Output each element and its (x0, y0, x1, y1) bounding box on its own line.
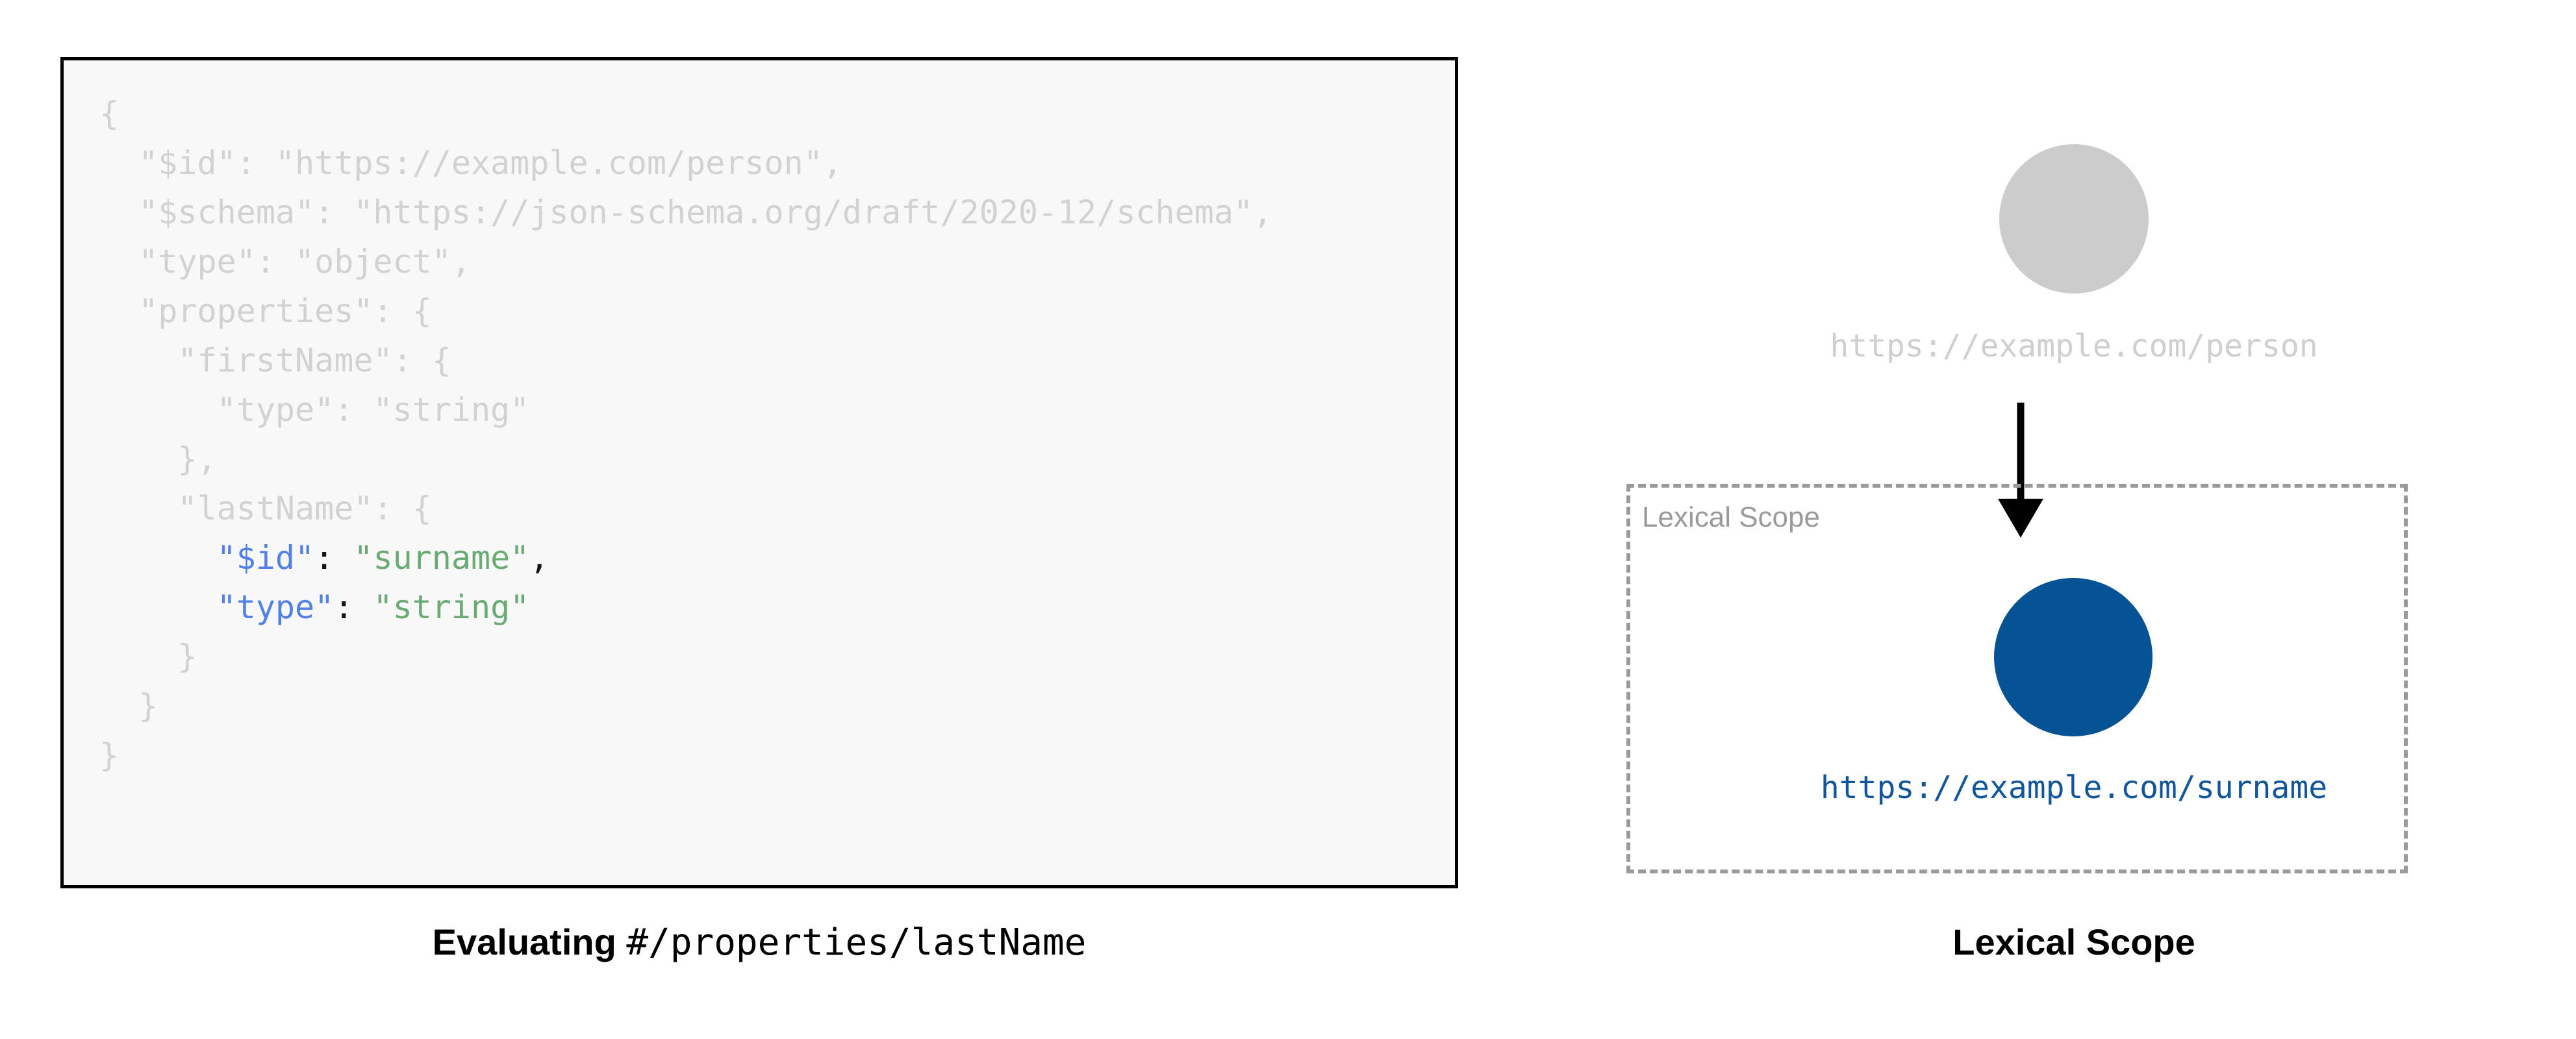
code-token: "$schema": "https://json-schema.org/draf… (99, 194, 1273, 231)
code-line: "$schema": "https://json-schema.org/draf… (99, 188, 1448, 237)
evaluating-caption: Evaluating #/properties/lastName (60, 921, 1458, 964)
code-line: } (99, 681, 1448, 731)
code-token: { (99, 95, 120, 132)
code-token: "$id" (216, 539, 315, 577)
downward-arrow-icon (1998, 403, 2043, 538)
code-token: } (99, 687, 158, 725)
child-node-circle-icon (1994, 578, 2153, 736)
code-token: } (99, 638, 197, 675)
code-line: "properties": { (99, 286, 1448, 336)
lexical-scope-diagram-panel: https://example.com/person Lexical Scope… (1513, 0, 2576, 1039)
code-token (99, 588, 217, 626)
code-line: } (99, 731, 1448, 780)
code-line: "type": "string" (99, 385, 1448, 434)
code-lines-container: { "$id": "https://example.com/person", "… (99, 89, 1448, 780)
schema-code-panel: { "$id": "https://example.com/person", "… (60, 57, 1458, 964)
root-node-label: https://example.com/person (1830, 328, 2318, 364)
evaluating-caption-pointer: #/properties/lastName (626, 921, 1087, 964)
child-node-label: https://example.com/surname (1820, 770, 2328, 806)
code-line: } (99, 632, 1448, 681)
code-token (99, 539, 217, 577)
code-token: : (334, 588, 373, 626)
code-token: } (99, 736, 120, 774)
code-line: "type": "string" (99, 582, 1448, 632)
code-line: "firstName": { (99, 336, 1448, 385)
code-token: }, (99, 440, 217, 478)
code-block: { "$id": "https://example.com/person", "… (60, 57, 1458, 888)
code-token: "firstName": { (99, 342, 451, 379)
code-token: "surname" (353, 539, 530, 577)
code-token: "string" (373, 588, 530, 626)
code-token: "$id": "https://example.com/person", (99, 144, 842, 182)
root-node-circle-icon (1999, 144, 2149, 294)
code-token: "type": "string" (99, 391, 530, 429)
code-token: , (529, 539, 549, 577)
code-token: "type" (216, 588, 335, 626)
code-line: "type": "object", (99, 237, 1448, 286)
evaluating-caption-bold: Evaluating (432, 921, 616, 962)
code-line: "$id": "surname", (99, 533, 1448, 582)
lexical-scope-caption: Lexical Scope (1952, 921, 2195, 962)
code-line: { (99, 89, 1448, 138)
code-line: "$id": "https://example.com/person", (99, 138, 1448, 188)
code-token: : (314, 539, 354, 577)
code-line: "lastName": { (99, 484, 1448, 533)
code-token: "lastName": { (99, 490, 432, 527)
lexical-scope-boundary-box (1626, 484, 2408, 873)
code-token: "type": "object", (99, 243, 471, 281)
lexical-scope-box-label: Lexical Scope (1642, 501, 1820, 533)
code-token: "properties": { (99, 292, 432, 330)
code-line: }, (99, 434, 1448, 484)
